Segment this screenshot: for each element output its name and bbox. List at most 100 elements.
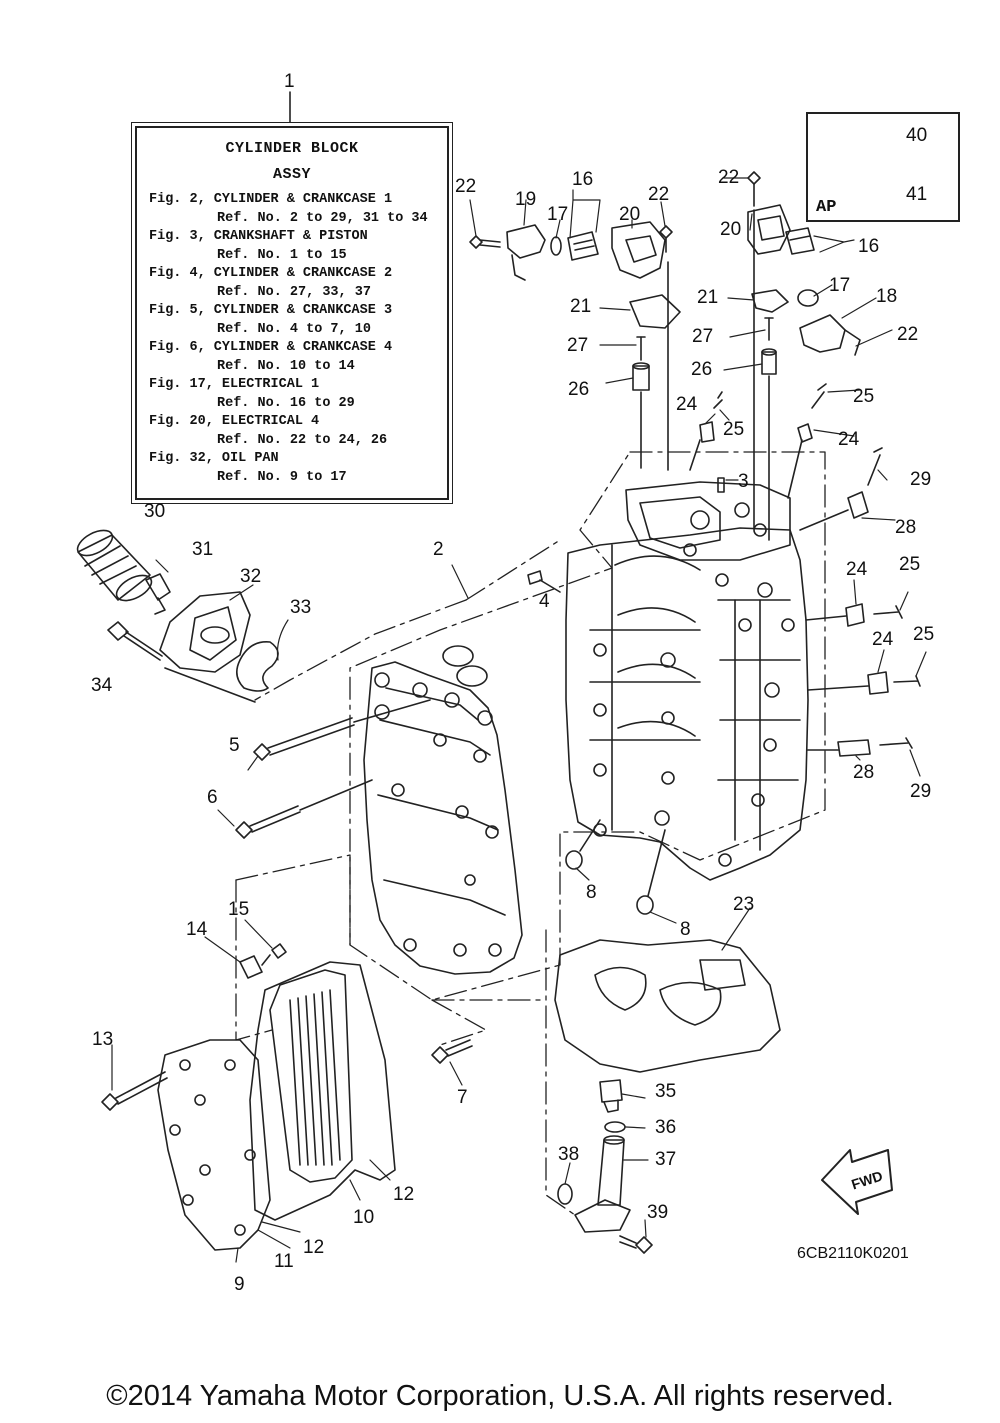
bolt-part xyxy=(619,1235,653,1254)
thermostat-cover-part xyxy=(506,224,546,281)
callout-number: 8 xyxy=(586,882,597,903)
bolt-part xyxy=(747,171,761,207)
o-ring-part xyxy=(557,1183,573,1205)
sleeve-part xyxy=(837,447,913,757)
figure-reference: Fig. 32, OIL PAN xyxy=(149,451,279,466)
callout-number: 31 xyxy=(192,539,214,560)
ref-range: Ref. No. 2 to 29, 31 to 34 xyxy=(217,210,428,226)
callout-number: 22 xyxy=(648,184,670,205)
callout-number: 2 xyxy=(433,539,444,560)
callout-number: 24 xyxy=(846,559,868,580)
callout-number: 27 xyxy=(567,335,589,356)
callout-number: 24 xyxy=(676,394,698,415)
bracket-part xyxy=(239,955,263,979)
callout-number: 7 xyxy=(457,1087,468,1108)
leader-line xyxy=(164,667,256,703)
exhaust-cover-part xyxy=(269,969,353,1183)
figure-reference: Fig. 3, CRANKSHAFT & PISTON xyxy=(149,229,368,244)
sleeve-part xyxy=(761,348,777,375)
callout-number: 34 xyxy=(91,675,113,696)
cylinder-block-part xyxy=(565,481,809,881)
bolt-part xyxy=(636,336,646,361)
bolt-part xyxy=(431,1039,473,1064)
ref-range: Ref. No. 9 to 17 xyxy=(217,469,347,485)
ref-range: Ref. No. 1 to 15 xyxy=(217,247,347,263)
gasket-part xyxy=(236,641,279,692)
leader-line xyxy=(579,819,601,852)
gasket-part xyxy=(797,289,819,307)
dashed-assembly-lines xyxy=(235,451,826,1216)
thermostat-cover-part xyxy=(747,204,791,255)
o-ring-part xyxy=(604,1121,626,1133)
callout-number: 16 xyxy=(858,236,880,257)
callout-number: 15 xyxy=(228,899,250,920)
bolt-part xyxy=(235,717,355,839)
dowel-part xyxy=(717,477,725,493)
dipstick-cap-part xyxy=(599,1079,623,1113)
callout-number: 11 xyxy=(274,1251,294,1272)
thermostat-part xyxy=(567,231,599,261)
callout-number: 19 xyxy=(515,189,537,210)
bolt-part xyxy=(764,317,774,341)
ref-range: Ref. No. 22 to 24, 26 xyxy=(217,432,388,448)
callout-number: 24 xyxy=(872,629,894,650)
callout-number: 32 xyxy=(240,566,262,587)
ref-range: Ref. No. 4 to 7, 10 xyxy=(217,321,371,337)
bolt-part xyxy=(107,621,163,661)
figure-reference: Fig. 17, ELECTRICAL 1 xyxy=(149,377,320,392)
gasket-part xyxy=(550,236,562,256)
ref-range: Ref. No. 16 to 29 xyxy=(217,395,355,411)
callout-number: 29 xyxy=(910,469,932,490)
thermostat-cover-part xyxy=(799,314,861,356)
callout-number: 16 xyxy=(572,169,594,190)
callout-number: 4 xyxy=(539,591,550,612)
bolt-part xyxy=(101,1071,168,1111)
callout-number: 20 xyxy=(619,204,641,225)
leader-line xyxy=(689,439,701,471)
gasket-part xyxy=(629,294,681,329)
callout-number: 35 xyxy=(655,1081,677,1102)
callout-number: 26 xyxy=(568,379,590,400)
bolt-part xyxy=(261,943,287,966)
callout-number: 28 xyxy=(853,762,875,783)
gasket-holes xyxy=(594,959,746,1026)
assembly-reference-list: Fig. 2, CYLINDER & CRANKCASE 1 Ref. No. … xyxy=(137,191,447,487)
ap-label: AP xyxy=(816,198,837,217)
callout-number: 24 xyxy=(838,429,860,450)
callout-number: 40 xyxy=(906,125,928,146)
o-ring-part xyxy=(565,850,583,870)
assembly-reference-box: CYLINDER BLOCK ASSY Fig. 2, CYLINDER & C… xyxy=(135,126,449,500)
gasket-part xyxy=(554,939,781,1073)
callout-number: 41 xyxy=(906,184,928,205)
callout-number: 28 xyxy=(895,517,917,538)
crankcase-part xyxy=(363,645,523,975)
diagram-code: 6CB2110K0201 xyxy=(797,1245,909,1262)
callout-number: 36 xyxy=(655,1117,677,1138)
copyright-notice: ©2014 Yamaha Motor Corporation, U.S.A. A… xyxy=(106,1380,894,1412)
thermostat-cover-part xyxy=(611,221,666,279)
leader-line xyxy=(805,615,847,621)
callout-number: 30 xyxy=(144,501,166,522)
leader-line xyxy=(807,685,869,691)
figure-reference: Fig. 5, CYLINDER & CRANKCASE 3 xyxy=(149,303,393,318)
figure-reference: Fig. 20, ELECTRICAL 4 xyxy=(149,414,320,429)
leader-line xyxy=(299,779,373,811)
callout-number: 22 xyxy=(897,324,919,345)
callout-number: 25 xyxy=(723,419,745,440)
callout-number: 17 xyxy=(547,204,569,225)
o-ring-part xyxy=(636,895,654,915)
ref-range: Ref. No. 10 to 14 xyxy=(217,358,355,374)
figure-reference: Fig. 4, CYLINDER & CRANKCASE 2 xyxy=(149,266,393,281)
callout-number: 38 xyxy=(558,1144,580,1165)
gasket-part xyxy=(249,961,396,1221)
assembly-title: CYLINDER BLOCK xyxy=(225,140,359,157)
callout-number: 9 xyxy=(234,1274,245,1295)
filter-bracket-part xyxy=(159,591,251,673)
callout-number: 29 xyxy=(910,781,932,802)
ap-inset-box: AP xyxy=(806,112,960,222)
gasket-part xyxy=(751,289,789,313)
leader-line xyxy=(787,439,803,499)
callout-number: 23 xyxy=(733,894,755,915)
fwd-arrow xyxy=(821,1149,893,1215)
callout-number: 5 xyxy=(229,735,240,756)
